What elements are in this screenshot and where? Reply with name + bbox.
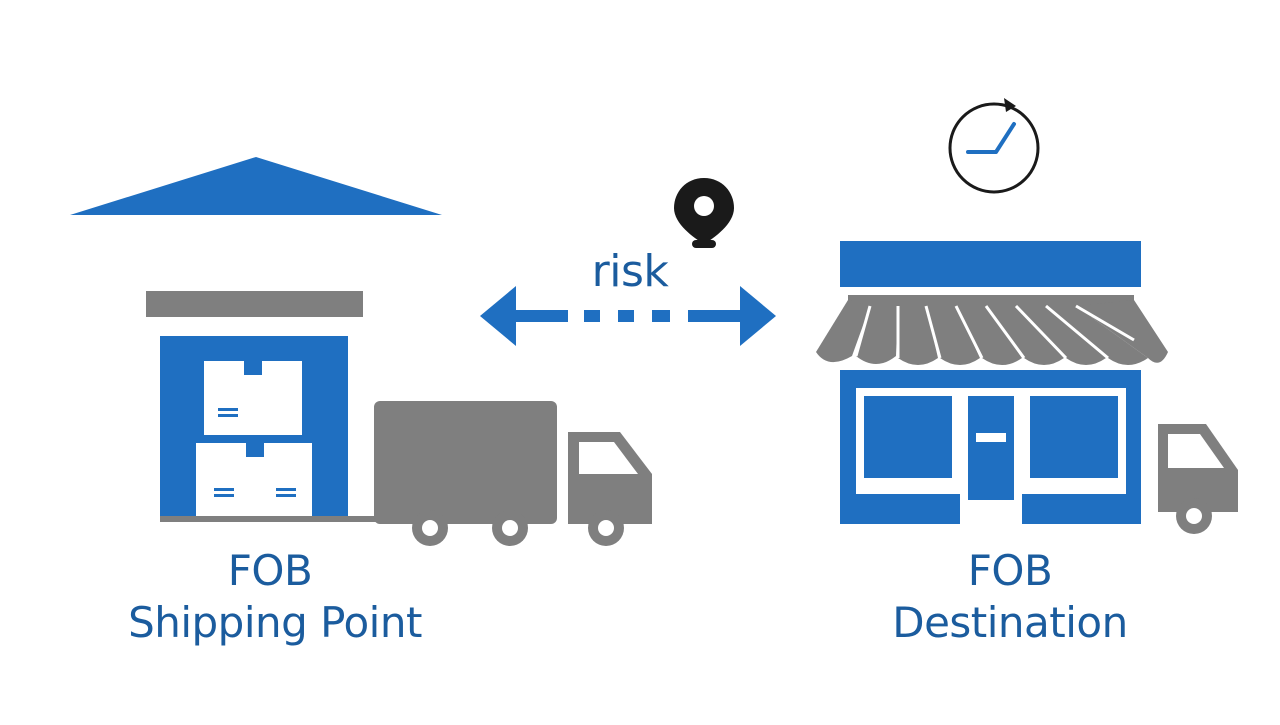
fob-shipping-point-title-line1: FOB xyxy=(227,546,313,595)
clock-icon xyxy=(948,98,1040,194)
fob-destination-title-line2: Destination xyxy=(892,598,1128,647)
truck-cargo xyxy=(374,401,557,524)
box-top-icon xyxy=(204,361,302,435)
double-arrow-icon xyxy=(480,286,776,346)
store-door-handle xyxy=(976,433,1006,442)
store-base-left xyxy=(856,486,960,494)
store-sign xyxy=(840,241,1141,287)
truck-window xyxy=(1168,434,1224,468)
fob-destination-title-line1: FOB xyxy=(967,546,1053,595)
store-window-right-glass xyxy=(1030,396,1118,478)
truck-icon xyxy=(1158,424,1238,534)
truck-wheel xyxy=(1176,498,1212,534)
warehouse-roof xyxy=(70,157,442,215)
fob-shipping-point-title-line2: Shipping Point xyxy=(128,598,422,647)
store-base-right xyxy=(1022,486,1126,494)
store-window-left-glass xyxy=(864,396,952,478)
truck-wheel xyxy=(412,510,448,546)
location-pin-icon xyxy=(674,178,734,248)
warehouse-icon xyxy=(70,157,442,522)
warehouse-sign-bar xyxy=(146,291,363,317)
truck-wheel xyxy=(588,510,624,546)
loading-dock xyxy=(160,516,400,522)
truck-icon xyxy=(374,401,652,546)
storefront-icon xyxy=(816,241,1168,524)
truck-wheel xyxy=(492,510,528,546)
risk-label: risk xyxy=(591,246,669,297)
store-awning xyxy=(816,295,1168,365)
store-door-panel xyxy=(968,396,1014,500)
truck-window xyxy=(579,442,638,474)
box-bottom-icon xyxy=(196,443,312,518)
